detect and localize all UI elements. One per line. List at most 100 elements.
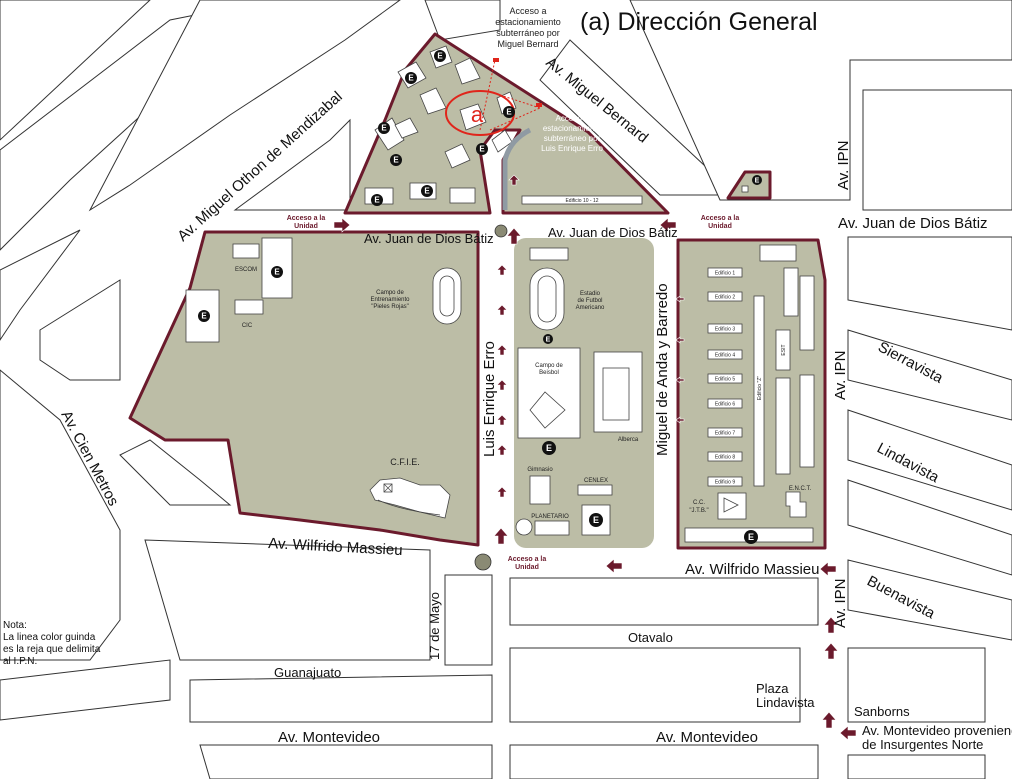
parking-erro-2: estacionamiento	[543, 124, 602, 133]
access-label-2a: Acceso a la	[701, 215, 740, 222]
edificio-3	[707, 323, 743, 334]
arrow-icon	[823, 616, 839, 634]
label-campo-entrenamiento-3: "Pieles Rojas"	[371, 304, 409, 310]
center-campus: Estadio de Futbol Americano Campo de Bei…	[514, 238, 654, 548]
note-line-4: al I.P.N.	[3, 656, 37, 667]
building	[521, 195, 643, 205]
e-badge-letter: E	[274, 268, 280, 277]
access-arrows	[333, 174, 857, 741]
arrow-icon	[496, 444, 508, 456]
access-label-2b: Unidad	[708, 223, 732, 230]
edificio-4	[707, 349, 743, 360]
building	[529, 247, 569, 261]
arrow-icon	[333, 217, 351, 233]
parking-erro-1: Acceso a	[556, 114, 589, 123]
e-badge-letter: E	[437, 52, 443, 61]
label-gimnasio: Gimnasio	[527, 467, 553, 473]
street-ipn-middle: Av. IPN	[832, 351, 849, 400]
label-plaza-1: Plaza	[756, 681, 789, 696]
arrow-icon	[675, 376, 685, 384]
building	[234, 299, 264, 315]
arrow-icon	[675, 295, 685, 303]
e-badge-icon	[543, 334, 553, 344]
arrow-icon	[496, 486, 508, 498]
building	[799, 374, 815, 468]
building	[232, 243, 260, 259]
street-montevideo-west: Av. Montevideo	[278, 729, 380, 746]
label-sanborns: Sanborns	[854, 704, 910, 719]
edificio-5	[707, 373, 743, 384]
arrow-icon	[506, 227, 522, 245]
arrow-icon	[605, 558, 623, 574]
building	[454, 57, 481, 85]
parking-ramp	[502, 127, 532, 210]
e-badge-icon	[198, 310, 210, 322]
e-badge-letter: E	[755, 177, 760, 184]
label-esit: ESIT	[781, 344, 787, 355]
arrow-icon	[675, 336, 685, 344]
e-badge-letter: E	[201, 312, 207, 321]
parking-bernard-4: Miguel Bernard	[497, 39, 558, 49]
label-cc-2: "J.T.B."	[689, 508, 708, 514]
label-edificio-4: Edificio 4	[715, 353, 736, 359]
e-badge-icon	[434, 50, 446, 62]
street-batiz-center: Av. Juan de Dios Bátiz	[548, 225, 678, 240]
label-campo-entrenamiento-1: Campo de	[376, 290, 404, 296]
note-line-3: es la reja que delimita	[3, 644, 101, 655]
e-badge-letter: E	[546, 336, 551, 343]
street-batiz-east: Av. Juan de Dios Bátiz	[838, 215, 988, 232]
gym	[529, 475, 551, 505]
building	[759, 244, 797, 262]
arrow-icon	[508, 174, 520, 186]
arrow-icon	[496, 264, 508, 276]
arrow-icon	[821, 711, 837, 729]
map-title: (a) Dirección General	[580, 8, 818, 36]
parking-bernard-1: Acceso a	[509, 6, 546, 16]
access-label-1a: Acceso a la	[287, 215, 326, 222]
e-badge-letter: E	[381, 124, 387, 133]
e-badge-letter: E	[593, 515, 599, 525]
label-edificio-8: Edificio 8	[715, 455, 736, 461]
street-ipn-south: Av. IPN	[832, 579, 849, 628]
arrow-icon	[493, 527, 509, 545]
label-campo-entrenamiento-2: Entrenamiento	[370, 297, 410, 303]
e-badge-letter: E	[506, 108, 512, 117]
label-estadio-2: de Futbol	[577, 298, 602, 304]
note-line-1: Nota:	[3, 620, 27, 631]
building	[799, 275, 815, 351]
e-badge-icon	[503, 106, 515, 118]
label-edificio-7: Edificio 7	[715, 431, 736, 437]
label-estadio-3: Americano	[576, 305, 605, 311]
street-miguel-de-anda: Miguel de Anda y Barredo	[654, 283, 671, 456]
e-badge-icon	[744, 530, 758, 544]
esit	[775, 329, 791, 371]
arrow-icon	[823, 642, 839, 660]
e-badge-icon	[542, 441, 556, 455]
edificio-9	[707, 476, 743, 487]
planetario-dome	[515, 518, 533, 536]
street-luis-enrique-erro: Luis Enrique Erro	[481, 341, 498, 457]
label-alberca: Alberca	[618, 437, 639, 443]
edificio-1	[707, 267, 743, 278]
e-badge-icon	[271, 266, 283, 278]
label-edificio-3: Edificio 3	[715, 327, 736, 333]
parking-erro-3: subterráneo por	[544, 134, 601, 143]
label-beisbol-2: Beisbol	[539, 370, 559, 376]
building	[783, 267, 799, 317]
label-beisbol-1: Campo de	[535, 363, 563, 369]
arrow-icon	[496, 344, 508, 356]
label-cfie: C.F.I.E.	[390, 457, 420, 467]
access-label-1b: Unidad	[294, 223, 318, 230]
arrow-icon	[659, 217, 677, 233]
label-cenlex: CENLEX	[584, 478, 608, 484]
arrow-icon	[496, 414, 508, 426]
enct-building	[785, 491, 807, 518]
parking-erro-4: Luis Enrique Erro	[541, 144, 603, 153]
street-batiz-west: Av. Juan de Dios Bátiz	[364, 231, 494, 246]
e-badge-letter: E	[393, 156, 399, 165]
parking-bernard-3: subterráneo por	[496, 28, 560, 38]
